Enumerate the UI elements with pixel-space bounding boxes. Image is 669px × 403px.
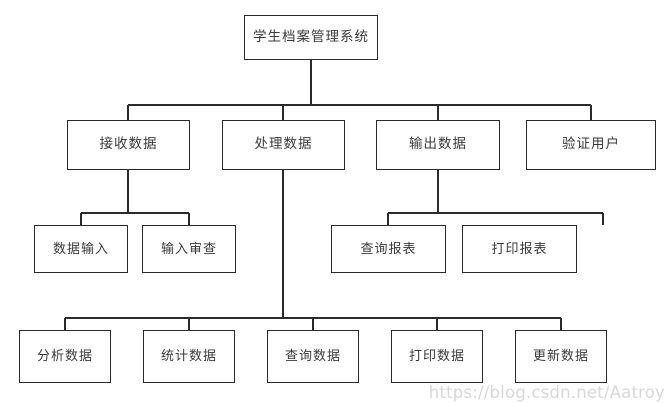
node-receive-data-label: 接收数据 (99, 136, 158, 153)
node-output-data-label: 输出数据 (409, 136, 467, 153)
watermark-text: https://blog.csdn.net/Aatroy (428, 383, 665, 402)
node-process-data[interactable]: 处理数据 (222, 120, 345, 170)
node-print-data[interactable]: 打印数据 (391, 330, 483, 383)
node-verify-user-label: 验证用户 (562, 136, 620, 153)
node-statistics-data-label: 统计数据 (160, 349, 217, 364)
node-root[interactable]: 学生档案管理系统 (244, 15, 378, 60)
node-update-data[interactable]: 更新数据 (515, 330, 607, 383)
node-receive-data[interactable]: 接收数据 (67, 120, 190, 170)
node-update-data-label: 更新数据 (532, 349, 589, 364)
node-process-data-label: 处理数据 (254, 136, 313, 153)
node-print-report-label: 打印报表 (491, 241, 548, 257)
node-verify-user[interactable]: 验证用户 (526, 120, 656, 170)
node-input-review[interactable]: 输入审查 (142, 225, 236, 273)
node-data-input-label: 数据输入 (52, 241, 109, 257)
node-data-input[interactable]: 数据输入 (34, 225, 128, 273)
node-analyze-data-label: 分析数据 (36, 349, 93, 364)
node-print-data-label: 打印数据 (408, 349, 465, 364)
node-output-data[interactable]: 输出数据 (376, 120, 500, 170)
node-root-label: 学生档案管理系统 (253, 28, 369, 45)
node-statistics-data[interactable]: 统计数据 (143, 330, 235, 383)
node-query-data[interactable]: 查询数据 (267, 330, 359, 383)
node-analyze-data[interactable]: 分析数据 (19, 330, 111, 383)
node-print-report[interactable]: 打印报表 (462, 225, 577, 273)
node-query-data-label: 查询数据 (284, 349, 341, 364)
node-input-review-label: 输入审查 (160, 241, 217, 257)
node-query-report-label: 查询报表 (360, 241, 417, 257)
node-query-report[interactable]: 查询报表 (331, 225, 446, 273)
